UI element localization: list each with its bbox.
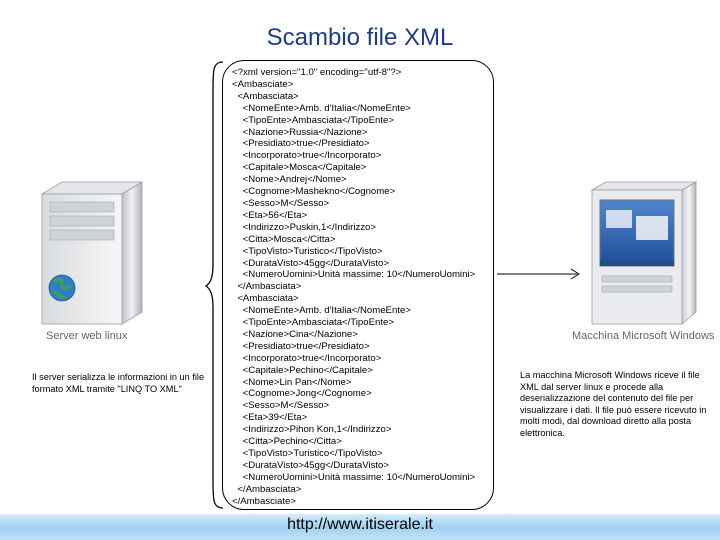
xml-line: <NumeroUomini>Unità massime: 10</NumeroU… [232, 471, 476, 483]
xml-line: <Ambasciata> [232, 90, 299, 102]
arrow-right-icon [497, 268, 580, 280]
xml-line: <Sesso>M</Sesso> [232, 400, 330, 412]
xml-line: <Capitale>Pechino</Capitale> [232, 364, 373, 376]
server-description: Il server serializza le informazioni in … [32, 372, 205, 394]
server-label: Server web linux [46, 330, 128, 342]
xml-line: <TipoVisto>Turistico</TipoVisto> [232, 245, 383, 257]
left-brace [205, 61, 224, 509]
xml-line: <Eta>39</Eta> [232, 412, 308, 424]
xml-line: <Nome>Andrej</Nome> [232, 174, 347, 186]
xml-line: <Citta>Pechino</Citta> [232, 436, 342, 448]
xml-line: <Indirizzo>Puskin,1</Indirizzo> [232, 221, 376, 233]
xml-line: <TipoVisto>Turistico</TipoVisto> [232, 448, 383, 459]
footer-url[interactable]: http://www.itiserale.it [287, 516, 433, 533]
footer-band [0, 514, 720, 540]
xml-line: <DurataVisto>45gg</DurataVisto> [232, 459, 389, 471]
xml-line: <Nazione>Russia</Nazione> [232, 126, 368, 138]
windows-description: La macchina Microsoft Windows riceve il … [520, 370, 707, 438]
xml-line: <NomeEnte>Amb. d'Italia</NomeEnte> [232, 102, 411, 114]
xml-line: <Presidiato>true</Presidiato> [232, 138, 370, 150]
windows-computer-icon [590, 181, 698, 325]
xml-line: </Ambasciata> [232, 281, 302, 293]
xml-line: <NumeroUomini>Unità massime: 10</NumeroU… [232, 269, 476, 281]
xml-line: <Incorporato>true</Incorporato> [232, 150, 382, 162]
xml-line: <Indirizzo>Pihon Kon,1</Indirizzo> [232, 424, 392, 436]
xml-line: </Ambasciata> [232, 483, 302, 495]
xml-line: <Presidiato>true</Presidiato> [232, 340, 370, 352]
xml-line: <Sesso>M</Sesso> [232, 197, 330, 209]
server-tower-icon [40, 181, 144, 325]
xml-line: <NomeEnte>Amb. d'Italia</NomeEnte> [232, 305, 411, 317]
xml-line: <?xml version="1.0" encoding="utf-8"?> [232, 67, 402, 78]
xml-line: <DurataVisto>45gg</DurataVisto> [232, 257, 389, 269]
xml-line: </Ambasciate> [232, 495, 296, 507]
xml-line: <Cognome>Mashekno</Cognome> [232, 186, 396, 198]
xml-box [222, 60, 494, 510]
xml-line: <Nazione>Cina</Nazione> [232, 328, 358, 340]
xml-line: <Cognome>Jong</Cognome> [232, 388, 372, 400]
xml-line: <Ambasciata> [232, 293, 299, 305]
xml-line: <Incorporato>true</Incorporato> [232, 352, 382, 364]
xml-line: <Eta>56</Eta> [232, 209, 308, 221]
xml-line: <Capitale>Mosca</Capitale> [232, 162, 367, 174]
xml-line: <TipoEnte>Ambasciata</TipoEnte> [232, 114, 394, 126]
windows-label: Macchina Microsoft Windows [572, 330, 715, 342]
xml-line: <Nome>Lin Pan</Nome> [232, 376, 352, 388]
xml-line: <TipoEnte>Ambasciata</TipoEnte> [232, 317, 394, 329]
xml-content: <?xml version="1.0" encoding="utf-8"?><A… [232, 67, 475, 508]
xml-line: <Citta>Mosca</Citta> [232, 233, 336, 245]
xml-line: <Ambasciate> [232, 78, 294, 90]
page-title: Scambio file XML [266, 24, 454, 51]
